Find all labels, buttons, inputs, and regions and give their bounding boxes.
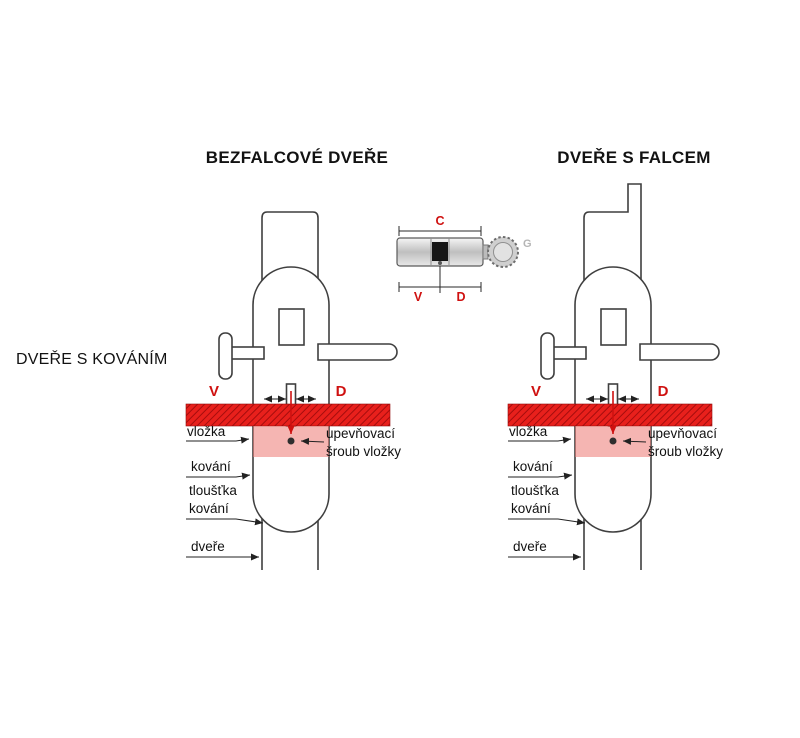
handle-knob: [218, 332, 233, 380]
leader-tloustka: [186, 518, 264, 526]
handle-spindle: [552, 346, 587, 360]
leader-vlozka: [508, 436, 572, 444]
label-vlozka: vložka: [509, 424, 548, 439]
cylinder-screw-hole: [438, 261, 442, 265]
knob-g-label: G: [523, 238, 532, 250]
label-tloustka-line1: tloušťka: [189, 483, 237, 498]
fitting-hatch-bar: [185, 403, 391, 427]
handle-lever: [639, 343, 720, 361]
leader-kovani: [508, 472, 573, 480]
dim-c-label: C: [435, 214, 444, 228]
dim-v-label: V: [531, 383, 541, 400]
screw-dot: [609, 437, 617, 445]
handle-spindle: [230, 346, 265, 360]
dim-d-label: D: [336, 383, 347, 400]
latch-window: [278, 308, 305, 346]
cylinder-inset: C G V D: [396, 214, 532, 304]
label-kovani: kování: [513, 459, 553, 474]
inset-dim-d-label: D: [456, 290, 465, 304]
fitting-hatch-bar: [507, 403, 713, 427]
screw-dot: [287, 437, 295, 445]
label-kovani: kování: [191, 459, 231, 474]
title-dvere-s-falcem: DVEŘE S FALCEM: [557, 148, 710, 167]
dim-v-label: V: [209, 383, 219, 400]
door-diagram-s-falcem: V D vložka kování tloušťka kování dveře …: [507, 183, 723, 570]
label-tloustka-line2: kování: [189, 501, 229, 516]
title-bezfalcove-dvere: BEZFALCOVÉ DVEŘE: [206, 148, 388, 167]
label-screw-line2: šroub vložky: [326, 444, 401, 459]
leader-screw: [300, 437, 325, 445]
label-dvere-s-kovanim: DVEŘE S KOVÁNÍM: [16, 349, 167, 368]
label-tloustka-line2: kování: [511, 501, 551, 516]
leader-vlozka: [186, 436, 250, 444]
label-dvere: dveře: [513, 539, 547, 554]
leader-kovani: [186, 472, 251, 480]
dim-d-label: D: [658, 383, 669, 400]
label-vlozka: vložka: [187, 424, 226, 439]
door-diagram-bezfalcove: V D vložka kování tloušťka kování dveře …: [185, 211, 401, 570]
handle-lever: [317, 343, 398, 361]
label-tloustka-line1: tloušťka: [511, 483, 559, 498]
label-dvere: dveře: [191, 539, 225, 554]
latch-window: [600, 308, 627, 346]
leader-screw: [622, 437, 647, 445]
thumbturn-stem: [482, 244, 489, 260]
handle-knob: [540, 332, 555, 380]
thumbturn-knob-center: [493, 242, 513, 262]
leader-tloustka: [508, 518, 586, 526]
label-screw-line1: upevňovací: [326, 426, 395, 441]
label-screw-line2: šroub vložky: [648, 444, 723, 459]
inset-dim-v-label: V: [414, 290, 423, 304]
label-screw-line1: upevňovací: [648, 426, 717, 441]
cylinder-keyway: [432, 242, 448, 261]
